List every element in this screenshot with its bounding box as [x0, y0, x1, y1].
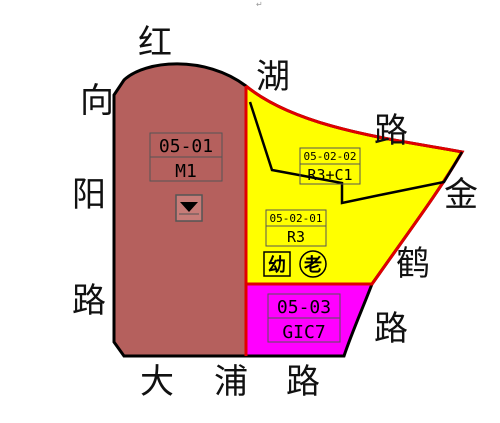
label-box-05-02-01	[265, 209, 327, 247]
road-jinhe-3: 路	[374, 309, 408, 349]
road-hu-lu: 路	[374, 111, 408, 151]
road-dapu-2: 浦	[214, 362, 248, 402]
road-xiangyang-2: 阳	[72, 175, 106, 215]
parcel-05-01-code: 05-01	[159, 136, 213, 157]
road-xiangyang-3: 路	[72, 281, 106, 321]
road-jinhe-2: 鹤	[396, 244, 430, 284]
industrial-symbol-icon	[175, 194, 203, 222]
road-jinhe-1: 金	[444, 175, 478, 215]
parcel-05-03-code: 05-03	[277, 297, 331, 318]
elderly-care-label: 老	[304, 254, 322, 276]
corner-return-mark: ↵	[256, 0, 263, 9]
kindergarten-label: 幼	[268, 254, 286, 276]
road-hu: 湖	[256, 57, 290, 97]
parcel-05-03-use: GIC7	[282, 322, 325, 343]
road-dapu-1: 大	[140, 362, 174, 402]
parcel-05-02-01-code: 05-02-01	[270, 212, 323, 225]
parcel-05-02-area[interactable]	[246, 86, 462, 284]
road-dapu-3: 路	[286, 362, 320, 402]
kindergarten-icon	[263, 251, 291, 277]
parcel-05-01-use: M1	[175, 161, 197, 182]
road-xiangyang-1: 向	[80, 81, 114, 121]
road-hong: 红	[138, 23, 172, 63]
label-box-05-02-02	[299, 147, 361, 185]
elderly-care-icon	[299, 250, 327, 278]
parcel-05-02-01-use: R3	[287, 228, 305, 246]
subparcel-divider	[248, 101, 464, 205]
parcel-05-02-02-use: R3+C1	[307, 166, 352, 184]
parcel-05-02-02-code: 05-02-02	[304, 150, 357, 163]
parcel-05-03-area[interactable]	[246, 284, 372, 356]
